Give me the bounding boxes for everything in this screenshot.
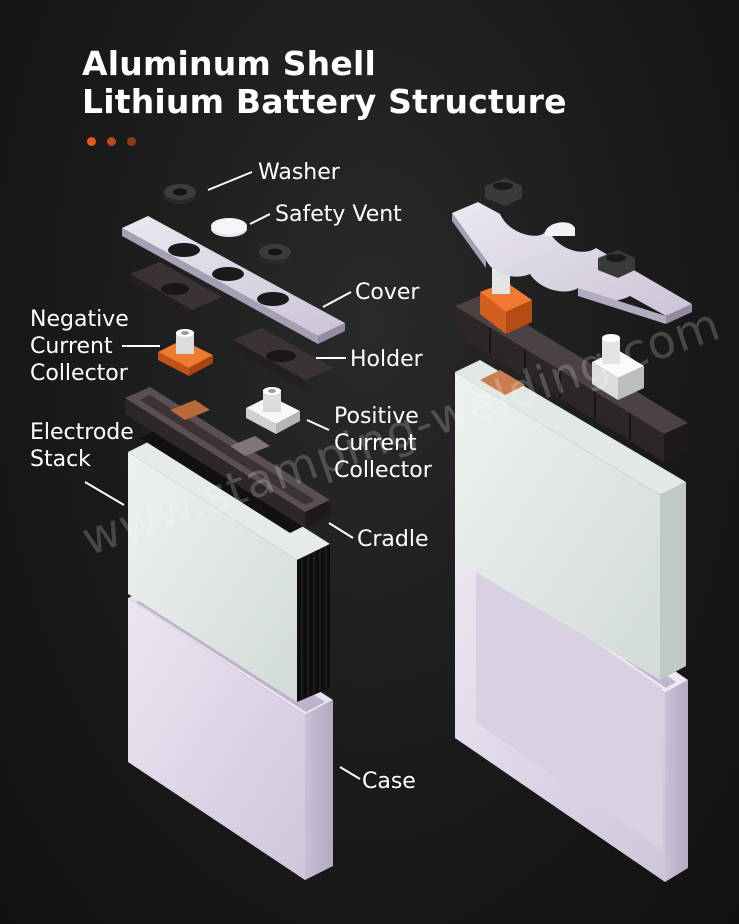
positive-current-collector (246, 387, 300, 434)
washer-right-2 (598, 250, 635, 278)
assembled-cell-right (455, 360, 686, 680)
positive-collector-right (592, 334, 644, 400)
washer-right-1 (485, 178, 522, 206)
negative-collector-right (480, 264, 532, 334)
label-line: Positive (334, 404, 419, 429)
cradle (125, 387, 330, 528)
holder-left (130, 262, 222, 318)
holder-right (233, 328, 334, 390)
label-line: Current (334, 431, 417, 456)
cover-left (122, 216, 345, 344)
washer-left-1 (164, 184, 196, 204)
label-line: Electrode (30, 420, 134, 445)
label-cover: Cover (355, 280, 420, 305)
washer-left-2 (259, 244, 291, 264)
safety-vent-left (211, 218, 247, 237)
accent-dot (87, 137, 96, 146)
accent-dot (107, 137, 116, 146)
cover-right (452, 202, 692, 324)
label-case: Case (362, 769, 416, 794)
label-line: Collector (30, 361, 128, 386)
label-line: Negative (30, 307, 129, 332)
label-safety-vent: Safety Vent (275, 202, 402, 227)
label-line: Collector (334, 458, 432, 483)
label-positive-current-collector: Positive Current Collector (334, 403, 432, 484)
label-cradle: Cradle (357, 527, 429, 552)
accent-dot (127, 137, 136, 146)
label-electrode-stack: Electrode Stack (30, 419, 134, 473)
leader-lines-left (84, 171, 361, 780)
label-negative-current-collector: Negative Current Collector (30, 306, 129, 387)
label-washer: Washer (258, 160, 340, 185)
safety-vent-right (545, 222, 575, 236)
title-line-2: Lithium Battery Structure (82, 82, 567, 121)
label-line: Stack (30, 447, 91, 472)
negative-current-collector (158, 329, 213, 376)
label-holder: Holder (350, 347, 423, 372)
title-line-1: Aluminum Shell (82, 44, 376, 83)
label-line: Current (30, 334, 113, 359)
